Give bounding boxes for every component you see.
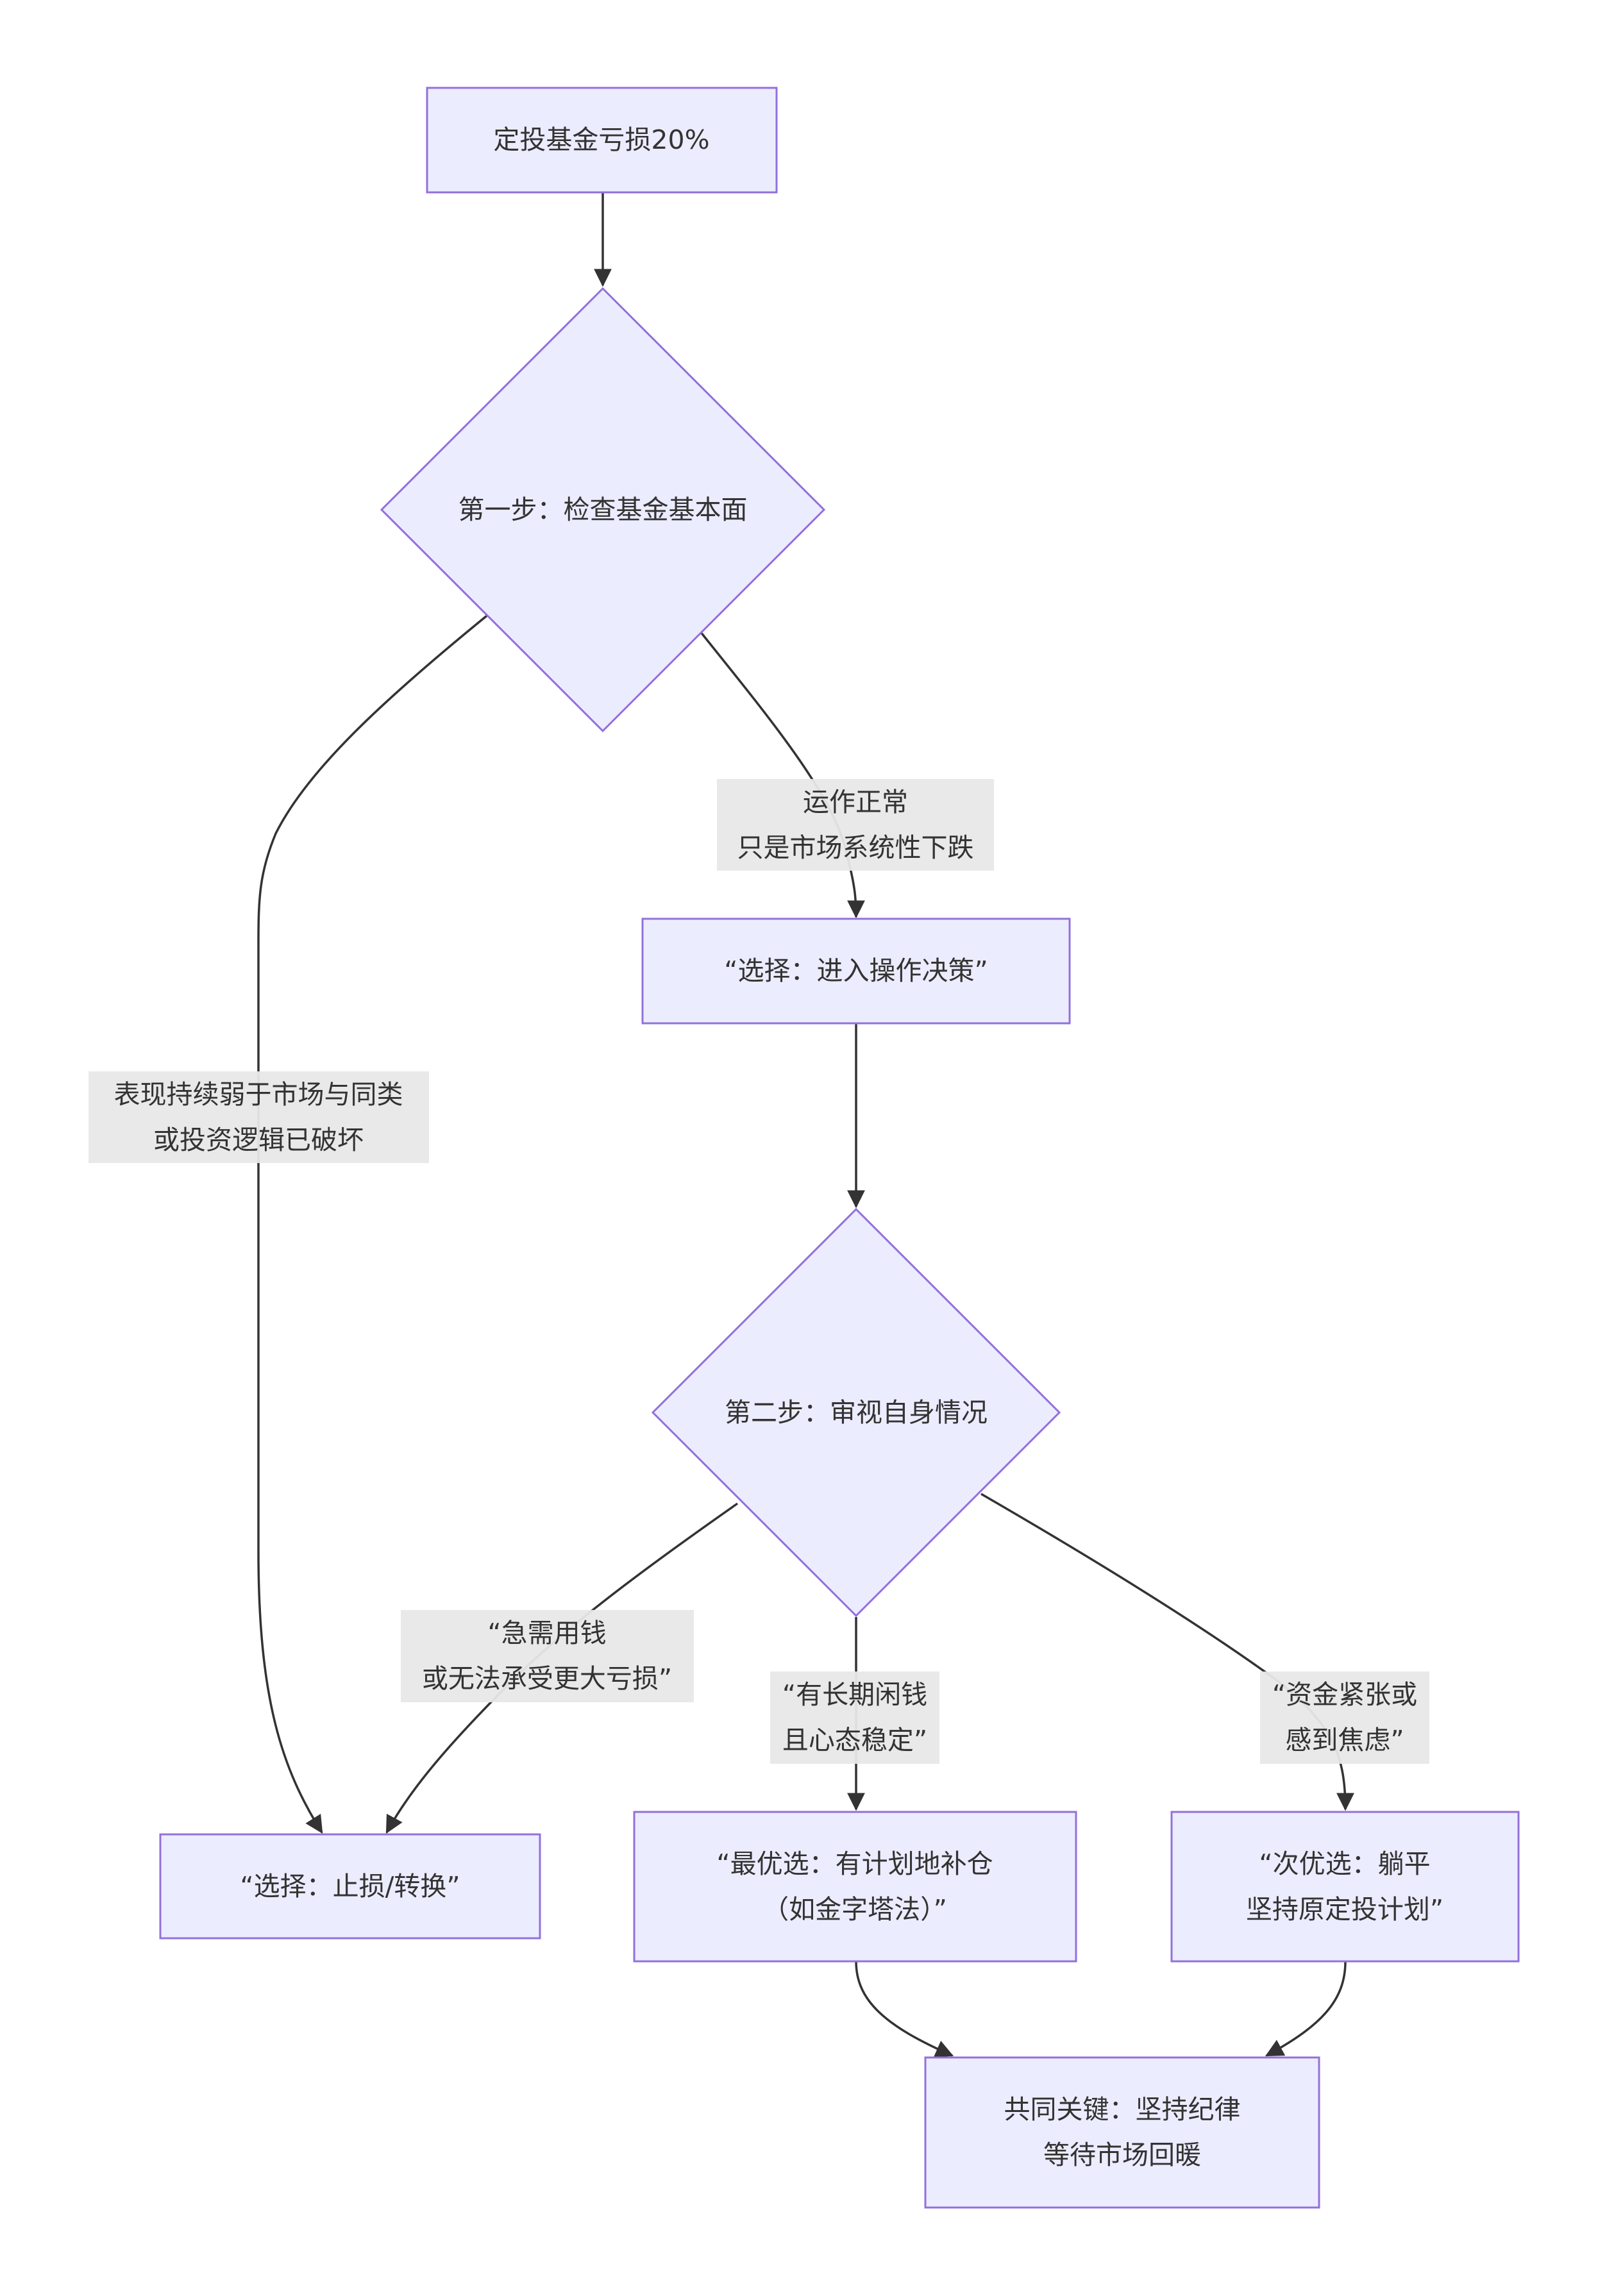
node-start-label: 定投基金亏损20% bbox=[493, 124, 709, 155]
edge-best-to-final bbox=[855, 1961, 954, 2057]
node-second-option[interactable]: “次优选：躺平 坚持原定投计划” bbox=[1170, 1811, 1520, 1963]
node-enter-decision[interactable]: “选择：进入操作决策” bbox=[641, 918, 1071, 1025]
edge-label-underperforming: 表现持续弱于市场与同类 或投资逻辑已破坏 bbox=[88, 1071, 429, 1163]
node-step2-label: 第二步：审视自身情况 bbox=[725, 1397, 988, 1428]
edge-second-to-final bbox=[1265, 1961, 1347, 2057]
edge-label-urgent-line2: 或无法承受更大亏损” bbox=[422, 1663, 672, 1694]
edge-label-long-term-money: “有长期闲钱 且心态稳定” bbox=[770, 1672, 939, 1764]
node-final-label-line2: 等待市场回暖 bbox=[1043, 2140, 1201, 2170]
node-stoploss[interactable]: “选择：止损/转换” bbox=[159, 1833, 541, 1940]
edge-label-normal-operation: 运作正常 只是市场系统性下跌 bbox=[717, 779, 994, 871]
node-start[interactable]: 定投基金亏损20% bbox=[426, 87, 778, 194]
node-final[interactable]: 共同关键：坚持纪律 等待市场回暖 bbox=[924, 2056, 1320, 2209]
node-step2-decision[interactable]: 第二步：审视自身情况 bbox=[651, 1207, 1061, 1618]
edge-label-underperform-line1: 表现持续弱于市场与同类 bbox=[114, 1079, 403, 1110]
node-step1-label: 第一步：检查基金基本面 bbox=[459, 494, 748, 525]
node-second-label-line2: 坚持原定投计划” bbox=[1246, 1894, 1443, 1925]
node-final-label-line1: 共同关键：坚持纪律 bbox=[1004, 2094, 1241, 2125]
edge-label-underperform-line2: 或投资逻辑已破坏 bbox=[153, 1125, 364, 1155]
node-best-option[interactable]: “最优选：有计划地补仓 （如金字塔法）” bbox=[633, 1811, 1077, 1963]
edge-label-tight-funds: “资金紧张或 感到焦虑” bbox=[1260, 1672, 1429, 1764]
edge-step1-to-stoploss bbox=[257, 613, 490, 1834]
node-enter-label: “选择：进入操作决策” bbox=[724, 955, 988, 986]
edge-label-normal-line2: 只是市场系统性下跌 bbox=[737, 832, 974, 863]
edge-label-urgent-line1: “急需用钱 bbox=[487, 1618, 606, 1648]
node-second-label-line1: “次优选：躺平 bbox=[1259, 1848, 1430, 1879]
node-step1-decision[interactable]: 第一步：检查基金基本面 bbox=[380, 287, 826, 733]
node-best-label-line2: （如金字塔法）” bbox=[762, 1894, 947, 1925]
node-best-label-line1: “最优选：有计划地补仓 bbox=[716, 1848, 993, 1879]
edge-step1-to-enter bbox=[699, 630, 865, 919]
node-stoploss-label: “选择：止损/转换” bbox=[240, 1871, 460, 1902]
edge-label-longterm-line2: 且心态稳定” bbox=[782, 1725, 927, 1756]
edge-label-urgent-cash: “急需用钱 或无法承受更大亏损” bbox=[401, 1610, 694, 1702]
edge-label-tight-line1: “资金紧张或 bbox=[1272, 1679, 1417, 1710]
edge-label-normal-line1: 运作正常 bbox=[803, 787, 908, 817]
edge-label-longterm-line1: “有长期闲钱 bbox=[782, 1679, 927, 1710]
edge-label-tight-line2: 感到焦虑” bbox=[1285, 1725, 1404, 1756]
